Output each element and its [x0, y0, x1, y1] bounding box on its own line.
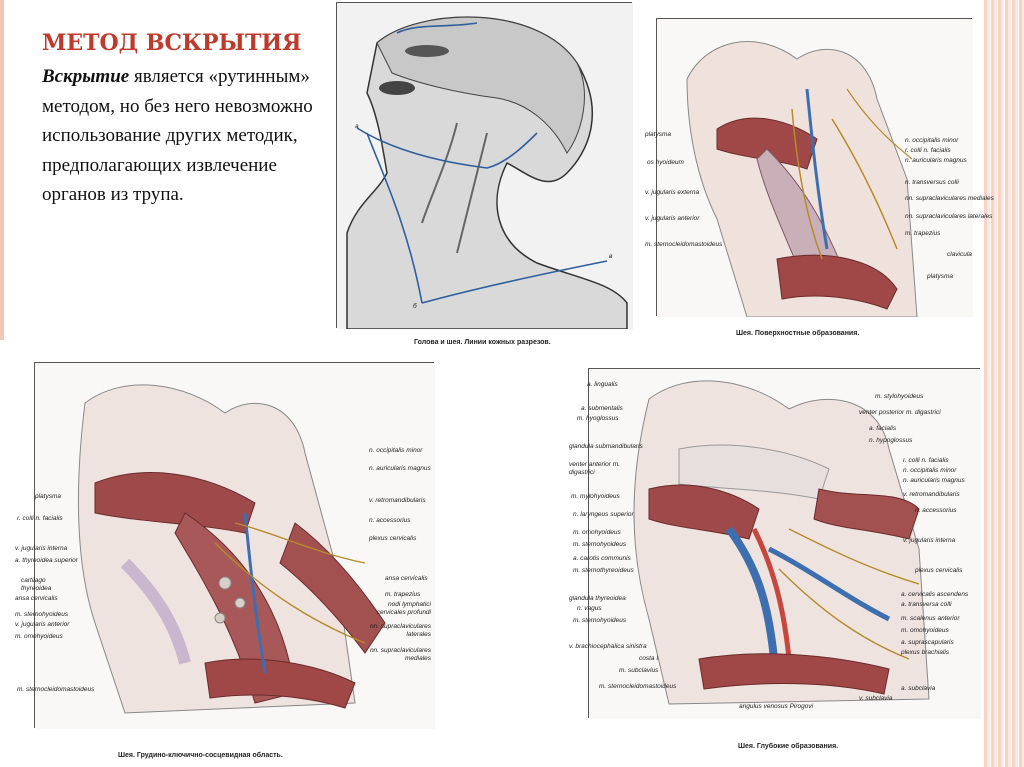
label-bl-l9: m. sternocleidomastoideus: [17, 686, 95, 693]
label-tr-r3: n. transversus colli: [905, 179, 959, 186]
label-br-r7: v. retromandibularis: [903, 491, 960, 498]
label-tr-r4: nn. supraclaviculares mediales: [905, 195, 994, 202]
label-tr-l4: m. sternocleidomastoideus: [645, 241, 723, 248]
label-tr-l2: v. jugularis externa: [645, 189, 700, 196]
label-tr-r5: nn. supraclaviculares laterales: [905, 213, 993, 220]
label-bl-r6: m. trapezius: [385, 591, 421, 598]
label-br-r2: a. facialis: [869, 425, 897, 432]
label-tr-l3: v. jugularis anterior: [645, 215, 700, 222]
figure-neck-scm-region: platysma r. colli n. facialis v. jugular…: [15, 362, 435, 729]
figure-neck-deep: a. lingualis a. submentalis m. hyoglossu…: [569, 368, 981, 719]
label-bl-l3: a. thyreoidea superior: [15, 557, 78, 564]
label-br-l7: m. omohyoideus: [573, 529, 621, 536]
label-tr-r6: m. trapezius: [905, 230, 941, 237]
label-bl-l7: v. jugularis anterior: [15, 621, 70, 628]
incision-label-c: в: [609, 253, 613, 260]
label-br-r1: venter posterior m. digastrici: [859, 409, 941, 416]
label-br-l4: venter anterior m. digastrici: [569, 461, 620, 476]
label-br-r5: n. occipitalis minor: [903, 467, 957, 474]
label-br-l0: a. lingualis: [587, 381, 618, 388]
label-br-r17: a. subclavia: [901, 685, 936, 692]
label-tr-l1: os hyoideum: [647, 159, 684, 166]
label-br-l12: n. vagus: [577, 605, 602, 612]
label-br-l16: m. subclavius: [619, 667, 659, 674]
label-br-l2: m. hyoglossus: [577, 415, 619, 422]
slide-heading: МЕТОД ВСКРЫТИЯ: [42, 30, 302, 56]
label-br-l15: costa I: [639, 655, 659, 662]
label-bl-r2: v. retromandibularis: [369, 497, 426, 504]
label-bl-l2: v. jugularis interna: [15, 545, 68, 552]
label-br-l5: m. mylohyoideus: [571, 493, 620, 500]
body-emphasis: Вскрытие: [42, 66, 130, 87]
label-bl-r8: nn. supraclaviculares laterales: [369, 623, 431, 638]
label-bl-l5: ansa cervicalis: [15, 595, 58, 602]
label-br-l8: m. sternohyoideus: [573, 541, 627, 548]
figure-caption-top-left: Голова и шея. Линии кожных разрезов.: [414, 339, 551, 346]
label-br-l1: a. submentalis: [581, 405, 623, 412]
label-br-l17: m. sternocleidomastoideus: [599, 683, 677, 690]
label-br-r0: m. stylohyoideus: [875, 393, 924, 400]
label-bl-l4: cartilago thyreoidea: [21, 577, 52, 592]
figure-caption-bottom-right: Шея. Глубокие образования.: [738, 743, 839, 750]
figure-caption-bottom-left: Шея. Грудино-ключично-сосцевидная област…: [118, 752, 283, 759]
label-br-l11: glandula thyreoidea: [569, 595, 626, 602]
label-br-l9: a. carotis communis: [573, 555, 631, 562]
label-br-r10: plexus cervicalis: [915, 567, 963, 574]
label-tr-r0: n. occipitalis minor: [905, 137, 959, 144]
label-br-r4: r. colli n. facialis: [903, 457, 949, 464]
label-br-b1: v. subclavia: [859, 695, 893, 702]
figure-head-incision-lines: a б в: [336, 2, 633, 329]
label-br-l13: m. sternohyoideus: [573, 617, 627, 624]
scm-illustration: [35, 363, 435, 729]
figure-caption-top-right: Шея. Поверхностные образования.: [736, 330, 860, 337]
label-br-r8: n. accessorius: [915, 507, 957, 514]
left-accent-rule: [0, 0, 4, 340]
label-bl-r4: plexus cervicalis: [369, 535, 417, 542]
deep-illustration: [589, 369, 981, 719]
label-br-r3: n. hypoglossus: [869, 437, 913, 444]
label-br-l10: m. sternothyreoideus: [573, 567, 634, 574]
label-br-r16: plexus brachialis: [901, 649, 950, 656]
head-illustration: [337, 3, 633, 329]
label-tr-l0: platysma: [645, 131, 672, 138]
label-bl-l6: m. sternohyoideus: [15, 611, 69, 618]
label-br-r6: n. auricularis magnus: [903, 477, 965, 484]
label-br-r14: m. omohyoideus: [901, 627, 949, 634]
label-br-r15: a. suprascapularis: [901, 639, 954, 646]
label-bl-l0: platysma: [35, 493, 62, 500]
label-bl-l1: r. colli n. facialis: [17, 515, 63, 522]
label-tr-r1: r. colli n. facialis: [905, 147, 951, 154]
slide-body-text: Вскрытие является «рутинным» методом, но…: [42, 62, 317, 210]
label-bl-r3: n. accessorius: [369, 517, 411, 524]
label-br-l14: v. brachiocephalica sinistra: [569, 643, 647, 650]
incision-label-a: a: [355, 123, 359, 130]
label-br-r9: v. jugularis interna: [903, 537, 956, 544]
label-br-b0: angulus venosus Pirogovi: [739, 703, 814, 710]
label-tr-r2: n. auricularis magnus: [905, 157, 967, 164]
label-br-l6: n. laryngeus superior: [573, 511, 634, 518]
incision-label-b: б: [413, 303, 417, 310]
label-br-r12: a. transversa colli: [901, 601, 952, 608]
label-bl-r5: ansa cervicalis: [385, 575, 428, 582]
label-bl-r1: n. auricularis magnus: [369, 465, 431, 472]
label-br-l3: glandula submandibularis: [569, 443, 643, 450]
label-bl-r0: n. occipitalis minor: [369, 447, 423, 454]
label-tr-r8: platysma: [927, 273, 954, 280]
label-bl-r9: nn. supraclaviculares mediales: [369, 647, 431, 662]
label-bl-l8: m. omohyoideus: [15, 633, 63, 640]
label-br-r11: a. cervicalis ascendens: [901, 591, 969, 598]
decorative-stripes: [984, 0, 1024, 767]
body-rest: является «рутинным» методом, но без него…: [42, 66, 313, 205]
figure-neck-superficial: platysma os hyoideum v. jugularis extern…: [645, 18, 994, 317]
label-tr-r7: clavicula: [947, 251, 972, 258]
label-bl-r7: nodi lymphatici cervicales profundi: [376, 601, 431, 616]
label-br-r13: m. scalenus anterior: [901, 615, 960, 622]
superficial-illustration: [657, 19, 973, 317]
